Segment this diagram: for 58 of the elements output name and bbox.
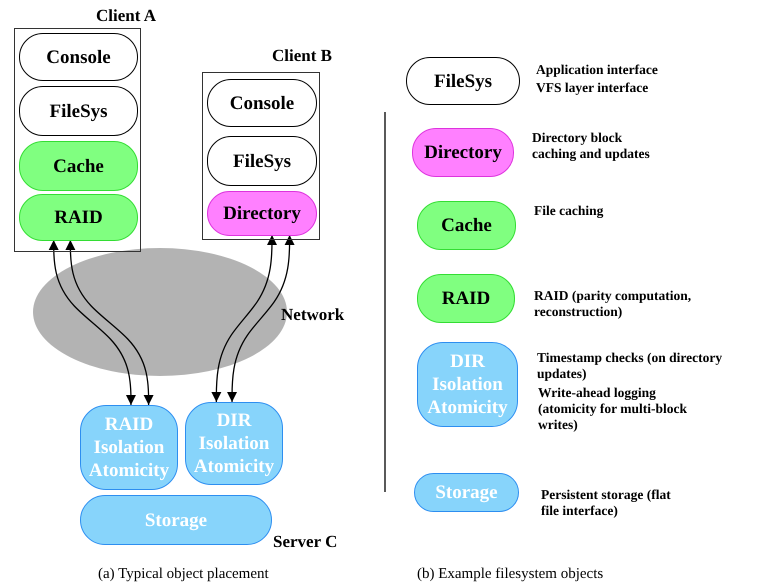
node-label: Atomicity — [427, 396, 508, 419]
node-label: Atomicity — [88, 459, 170, 482]
node-label: FileSys — [49, 100, 108, 122]
node-label: Isolation — [432, 373, 503, 396]
node-heading: Client A — [96, 6, 156, 26]
node-label: Isolation — [94, 436, 164, 459]
description-text: RAID (parity computation, reconstruction) — [534, 288, 692, 320]
node-label: RAID — [104, 413, 154, 436]
node-label: Isolation — [198, 432, 270, 455]
node-label: DIR — [450, 350, 485, 373]
object-pill — [19, 33, 138, 81]
node-label: Cache — [53, 154, 104, 178]
client-frame — [14, 28, 141, 252]
object-pill — [414, 473, 519, 512]
arrow — [211, 235, 277, 402]
description-text: Application interface — [536, 62, 659, 78]
node-label: FileSys — [232, 150, 292, 172]
arrow — [48, 240, 136, 405]
client-frame — [202, 72, 320, 240]
node-label: RAID — [54, 206, 103, 229]
object-pill — [417, 201, 516, 250]
node-label: Atomicity — [194, 455, 274, 478]
object-pill — [185, 402, 283, 485]
server-label: Server C — [273, 532, 338, 552]
node-label: Console — [230, 92, 294, 114]
object-pill — [417, 274, 515, 323]
node-label: Storage — [435, 481, 498, 504]
node-label: FileSys — [434, 70, 492, 92]
object-pill — [207, 191, 317, 236]
object-pill — [19, 86, 138, 136]
node-label: Directory — [223, 202, 301, 225]
object-pill — [19, 141, 138, 191]
panel-caption: (b) Example filesystem objects — [417, 566, 604, 583]
description-text: Timestamp checks (on directory updates) — [537, 350, 724, 382]
network-label: Network — [281, 305, 344, 325]
arrow — [227, 235, 295, 402]
node-label: Console — [46, 46, 111, 68]
node-label: Directory — [424, 141, 502, 164]
node-label: RAID — [442, 287, 490, 310]
arrow — [65, 240, 154, 405]
panel-caption: (a) Typical object placement — [98, 566, 269, 583]
object-pill — [207, 136, 317, 186]
description-text: Persistent storage (flat file interface) — [541, 487, 672, 519]
description-text: File caching — [534, 203, 604, 219]
node-label: Storage — [144, 508, 208, 532]
object-pill — [207, 79, 317, 127]
description-text: Write-ahead logging (atomicity for multi-block writes) — [538, 385, 688, 433]
node-label: DIR — [216, 409, 252, 432]
object-pill — [80, 495, 272, 545]
node-label: Cache — [441, 214, 492, 237]
object-pill — [19, 194, 138, 241]
description-text: Directory block caching and updates — [532, 130, 651, 162]
object-pill — [417, 342, 518, 427]
node-heading: Client B — [272, 46, 332, 66]
object-pill — [406, 57, 520, 105]
object-pill — [80, 405, 178, 490]
description-text: VFS layer interface — [536, 80, 650, 96]
object-pill — [412, 128, 514, 177]
